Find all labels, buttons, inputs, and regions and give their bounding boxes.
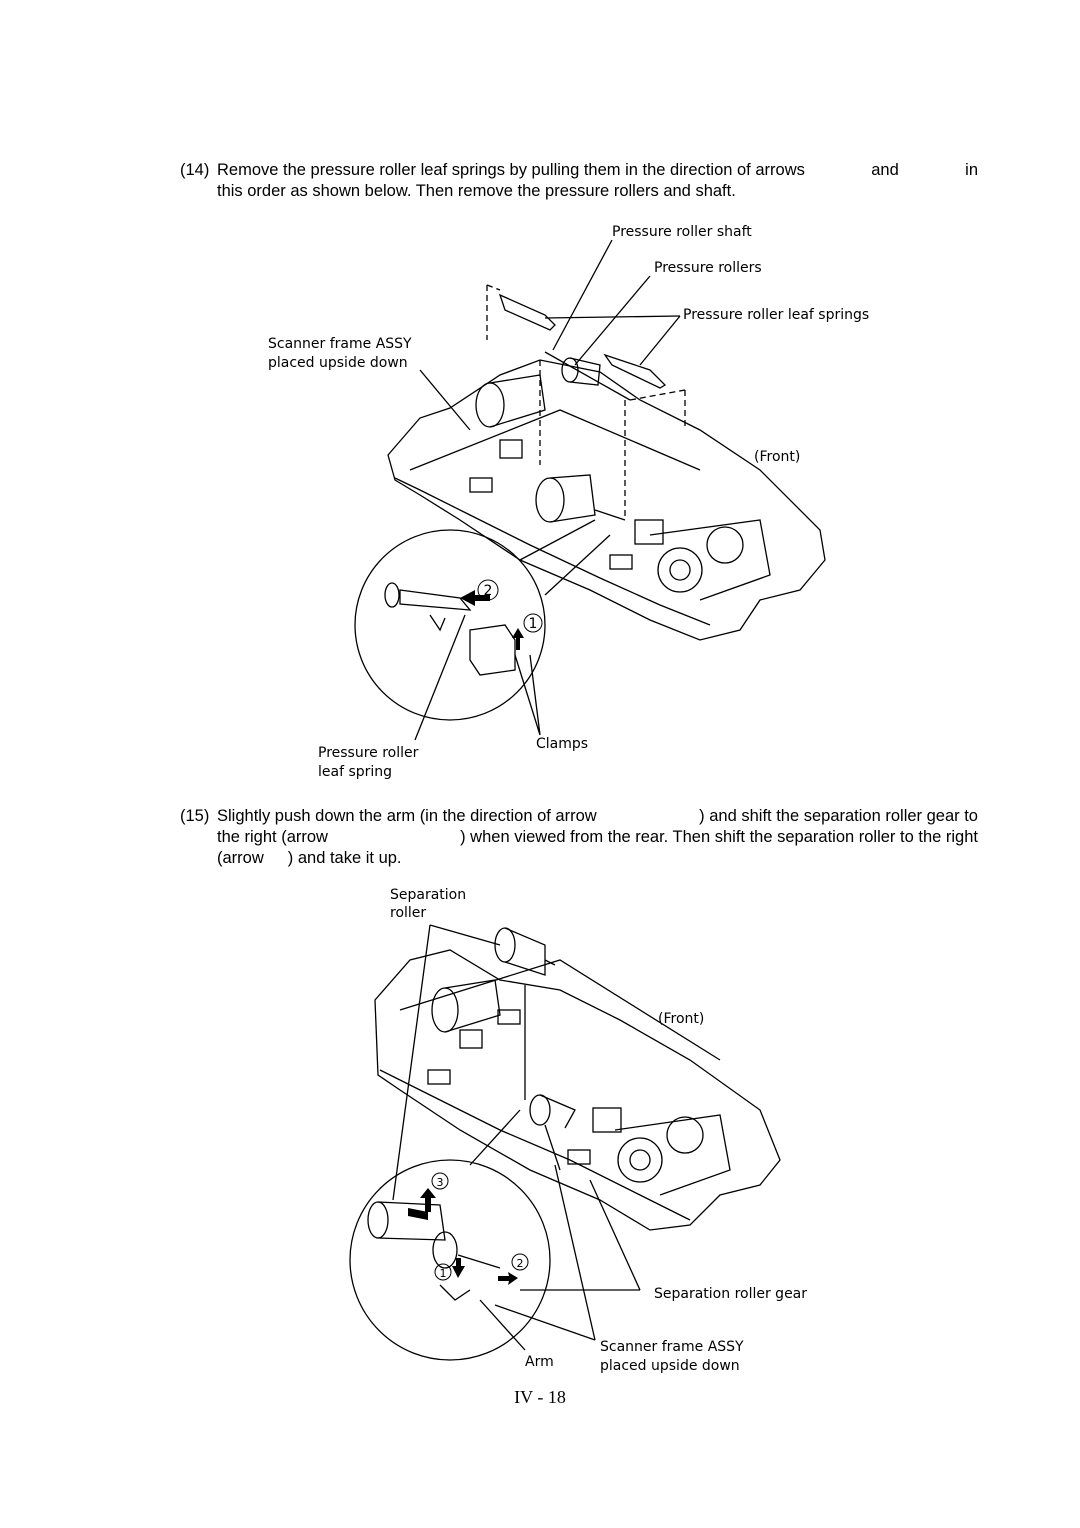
label-pressure-rollers: Pressure rollers bbox=[654, 260, 762, 276]
label-leaf-spring-2: leaf spring bbox=[318, 764, 392, 780]
label-scanner-frame: Scanner frame ASSY bbox=[268, 336, 412, 352]
label-scanner-frame-2: placed upside down bbox=[268, 355, 408, 371]
label-front: (Front) bbox=[754, 449, 800, 465]
step-14: (14) Remove the pressure roller leaf spr… bbox=[180, 160, 978, 202]
callout-1: 1 bbox=[529, 616, 538, 632]
step-number: (14) bbox=[180, 161, 210, 179]
label-pressure-roller-shaft: Pressure roller shaft bbox=[612, 224, 752, 240]
step-15: (15) Slightly push down the arm (in the … bbox=[180, 806, 978, 869]
step-text: Slightly push down the arm (in the direc… bbox=[217, 807, 978, 867]
step-number: (15) bbox=[180, 807, 210, 825]
callout-circle-1 bbox=[523, 613, 543, 633]
label-clamps: Clamps bbox=[536, 736, 588, 752]
step-text: Remove the pressure roller leaf springs … bbox=[217, 161, 978, 200]
callout-circle-2 bbox=[477, 579, 499, 601]
page-number: IV - 18 bbox=[514, 1387, 566, 1407]
callout-2: 2 bbox=[484, 583, 493, 599]
label-leaf-springs: Pressure roller leaf springs bbox=[683, 307, 869, 323]
label-leaf-spring: Pressure roller bbox=[318, 745, 419, 761]
